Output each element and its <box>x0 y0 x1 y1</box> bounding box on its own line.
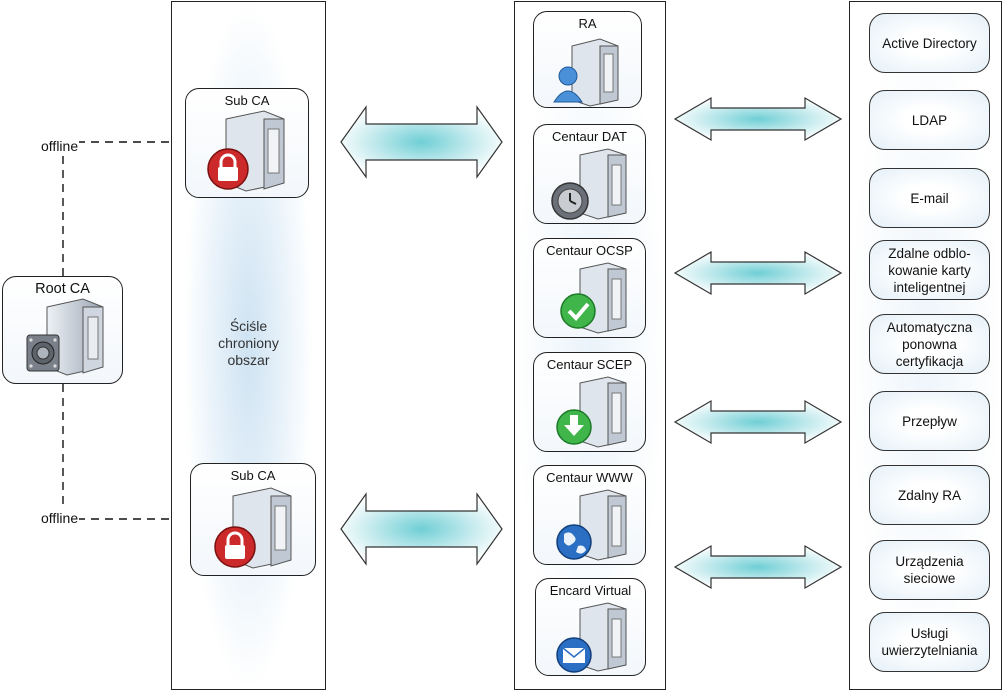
service-email[interactable]: E-mail <box>869 168 990 228</box>
root-ca-label: Root CA <box>35 281 90 297</box>
centaur-ocsp-node[interactable]: Centaur OCSP <box>533 238 646 338</box>
centaur-www-label: Centaur WWW <box>546 470 633 485</box>
double-arrow <box>340 492 503 566</box>
sub-ca-node[interactable]: Sub CA <box>190 463 316 576</box>
service-ldap[interactable]: LDAP <box>869 90 990 150</box>
centaur-www-node[interactable]: Centaur WWW <box>533 465 646 565</box>
encard-virtual-node[interactable]: Encard Virtual <box>535 578 646 676</box>
centaur-dat-label: Centaur DAT <box>552 129 627 144</box>
envelope-icon <box>556 602 627 673</box>
centaur-dat-node[interactable]: Centaur DAT <box>533 124 646 224</box>
double-arrow <box>673 544 843 590</box>
clock-icon <box>551 148 627 220</box>
offline-label: offline <box>40 138 80 154</box>
globe-icon <box>556 489 627 561</box>
server-safe-icon <box>26 298 104 376</box>
service-remote-ra[interactable]: Zdalny RA <box>869 465 990 525</box>
ra-label: RA <box>578 16 597 31</box>
secure-zone-label: Ściśle chroniony obszar <box>218 318 279 368</box>
ra-node[interactable]: RA <box>533 11 642 108</box>
sub-ca-label: Sub CA <box>230 468 276 483</box>
sub-ca-label: Sub CA <box>224 93 270 108</box>
user-icon <box>553 38 619 107</box>
centaur-scep-node[interactable]: Centaur SCEP <box>533 352 646 452</box>
service-authentication[interactable]: Usługi uwierzytelniania <box>869 612 990 672</box>
sub-ca-node[interactable]: Sub CA <box>185 88 309 198</box>
root-ca-node[interactable]: Root CA <box>2 276 123 384</box>
centaur-scep-label: Centaur SCEP <box>546 357 633 372</box>
download-icon <box>556 376 627 448</box>
double-arrow <box>673 96 843 142</box>
encard-virtual-label: Encard Virtual <box>549 583 632 598</box>
service-workflow[interactable]: Przepływ <box>869 391 990 451</box>
double-arrow <box>673 250 843 296</box>
double-arrow <box>340 105 503 179</box>
offline-label: offline <box>40 510 80 526</box>
centaur-ocsp-label: Centaur OCSP <box>546 243 633 258</box>
service-auto-recertification[interactable]: Automatyczna ponowna certyfikacja <box>869 314 990 374</box>
double-arrow <box>673 399 843 445</box>
service-active-directory[interactable]: Active Directory <box>869 13 990 73</box>
server-lock-icon <box>214 487 292 569</box>
server-lock-icon <box>207 110 285 192</box>
service-smart-card-unblock[interactable]: Zdalne odblo-kowanie karty inteligentnej <box>869 240 990 300</box>
checkmark-icon <box>560 262 627 334</box>
service-network-devices[interactable]: Urządzenia sieciowe <box>869 540 990 600</box>
services-panel <box>514 1 666 690</box>
